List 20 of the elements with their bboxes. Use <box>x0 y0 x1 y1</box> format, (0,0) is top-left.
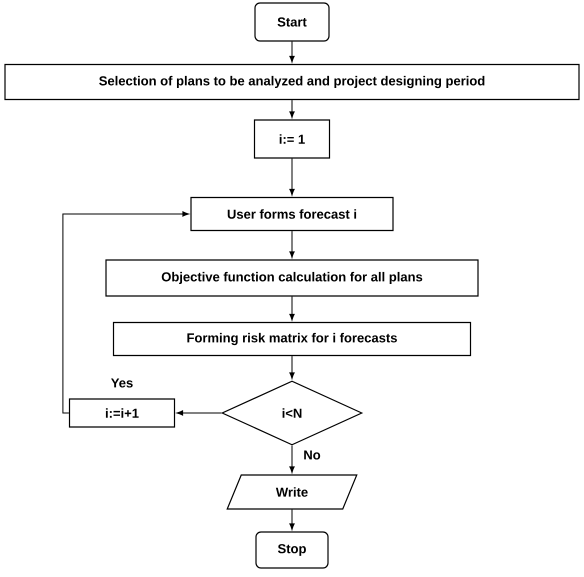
arrow <box>289 509 295 530</box>
arrow <box>289 445 295 473</box>
process-box: i:= 1 <box>254 119 330 159</box>
arrow <box>289 41 295 62</box>
edge-label: Yes <box>110 377 134 389</box>
terminal-box: Start <box>254 2 330 42</box>
arrow <box>289 158 295 196</box>
arrow <box>289 356 295 379</box>
arrow <box>176 410 222 416</box>
process-box: User forms forecast i <box>190 196 394 232</box>
terminal-box: Stop <box>255 531 329 569</box>
process-box: Selection of plans to be analyzed and project designing period <box>4 64 580 100</box>
arrow <box>62 211 189 414</box>
process-box: Objective function calculation for all plans <box>105 259 479 297</box>
process-box: i:=i+1 <box>68 398 176 428</box>
arrow <box>289 296 295 320</box>
arrow <box>289 230 295 258</box>
process-box: Forming risk matrix for i forecasts <box>112 322 472 356</box>
edge-label: No <box>302 449 322 461</box>
arrow <box>289 100 295 118</box>
